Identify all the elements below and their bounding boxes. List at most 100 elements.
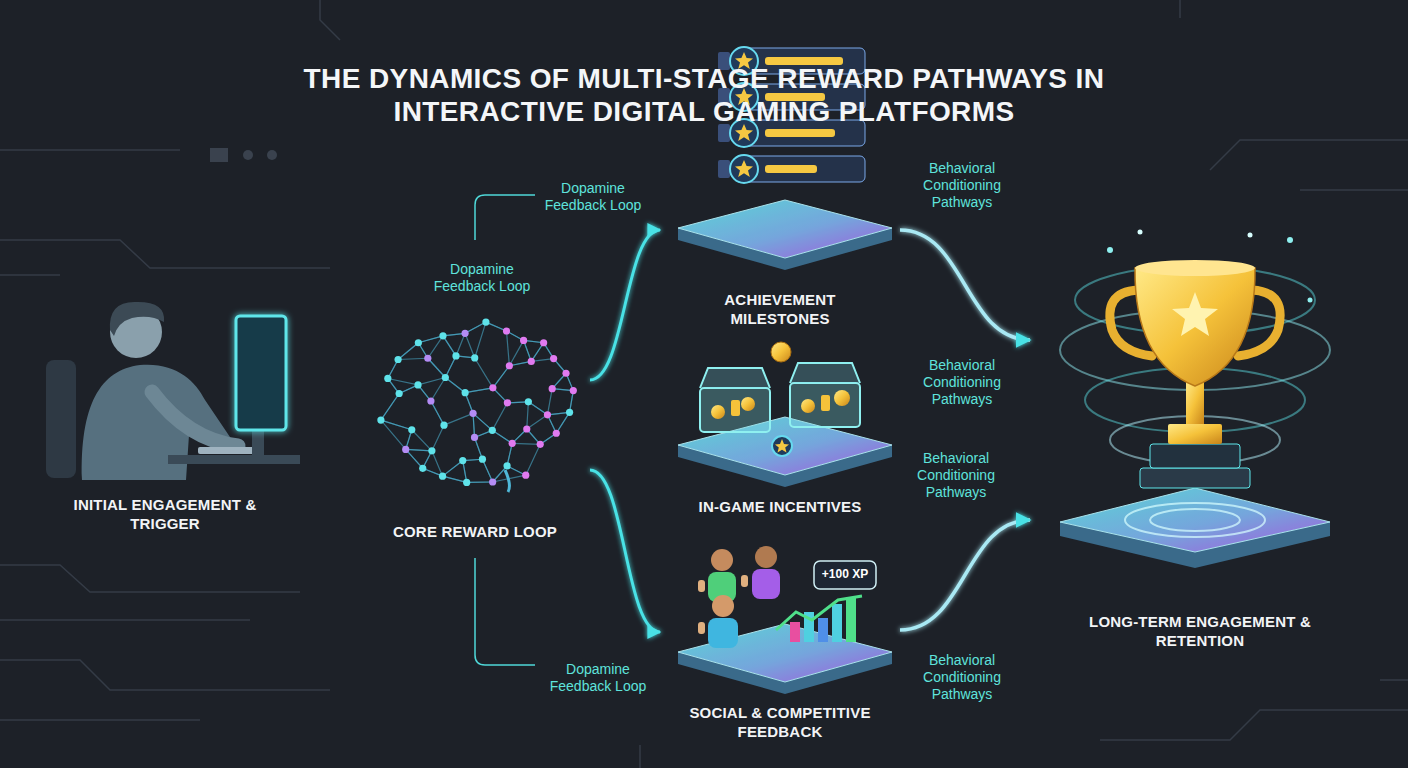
sparkle bbox=[1248, 233, 1253, 238]
circuit-line bbox=[0, 719, 200, 721]
flow-arrow bbox=[590, 470, 660, 632]
progress-bar bbox=[765, 129, 835, 137]
label-holder: Behavioral Conditioning Pathways bbox=[912, 357, 1012, 408]
circuit-dot bbox=[267, 150, 277, 160]
brain-link bbox=[465, 388, 493, 393]
brain-link bbox=[527, 402, 529, 429]
coin bbox=[741, 397, 755, 411]
stage-node: LONG-TERM ENGAGEMENT & RETENTION bbox=[1030, 215, 1370, 656]
brain-link bbox=[475, 358, 493, 388]
trend-arrow bbox=[776, 596, 862, 630]
brain-node bbox=[469, 410, 476, 417]
brain-node bbox=[525, 398, 532, 405]
brain-node bbox=[415, 339, 422, 346]
brain-link bbox=[398, 343, 418, 360]
brain-node bbox=[479, 456, 486, 463]
brain-link bbox=[493, 366, 509, 388]
person-head bbox=[711, 549, 733, 571]
node-label: LONG-TERM ENGAGEMENT & RETENTION bbox=[1078, 612, 1323, 650]
brain-link bbox=[506, 331, 509, 366]
circuit-line bbox=[0, 660, 330, 690]
trophy-star bbox=[1172, 292, 1218, 336]
brain-node bbox=[570, 387, 577, 394]
circuit-line bbox=[320, 0, 340, 40]
brain-node bbox=[384, 375, 391, 382]
circuit-line bbox=[639, 745, 641, 768]
trophy-cup bbox=[1135, 268, 1255, 386]
brain-node bbox=[489, 384, 496, 391]
connectors bbox=[300, 230, 1030, 632]
label-holder: +100 XP bbox=[814, 567, 876, 582]
person-illustration bbox=[46, 302, 300, 480]
brain-link bbox=[473, 413, 492, 430]
sparkle bbox=[1107, 247, 1113, 253]
brain-link bbox=[445, 356, 456, 378]
platform bbox=[1060, 488, 1330, 552]
sparkle bbox=[1138, 230, 1143, 235]
trophy-foot bbox=[1168, 424, 1222, 444]
platform-ring bbox=[1150, 509, 1240, 531]
star-badge bbox=[772, 436, 792, 456]
brain-link bbox=[406, 449, 423, 468]
platform bbox=[678, 200, 892, 258]
circuit-line bbox=[1300, 189, 1408, 191]
bar-tab bbox=[718, 160, 730, 178]
brain-link bbox=[456, 333, 465, 356]
chart-bar bbox=[832, 604, 842, 642]
brain-node bbox=[428, 447, 435, 454]
brain-node bbox=[442, 374, 449, 381]
sparkle bbox=[1287, 237, 1293, 243]
progress-bar bbox=[765, 165, 817, 173]
brain-node bbox=[439, 332, 446, 339]
flow-arrow bbox=[900, 428, 1030, 432]
brain-link bbox=[465, 333, 475, 358]
brain-node bbox=[509, 440, 516, 447]
person-body bbox=[752, 569, 780, 599]
circuit-line bbox=[1210, 140, 1408, 170]
brain-node bbox=[461, 330, 468, 337]
circuit-line bbox=[0, 240, 330, 268]
coin bbox=[801, 399, 815, 413]
label-holder: Behavioral Conditioning Pathways bbox=[906, 450, 1006, 501]
brain-link bbox=[445, 356, 456, 378]
circuit-line bbox=[0, 274, 60, 276]
label-holder: Dopamine Feedback Loop bbox=[427, 261, 537, 295]
brain-link bbox=[556, 412, 569, 433]
flow-arrow bbox=[300, 417, 360, 424]
brain-link bbox=[443, 461, 463, 477]
brain-node bbox=[553, 430, 560, 437]
brain-link bbox=[482, 459, 492, 482]
brain-node bbox=[394, 356, 401, 363]
stage-node: ACHIEVEMENT MILESTONES bbox=[660, 40, 900, 335]
brain-network bbox=[377, 318, 577, 492]
treasure-chests bbox=[700, 342, 860, 456]
brain-node bbox=[419, 465, 426, 472]
coin bbox=[771, 342, 791, 362]
brain-node bbox=[537, 441, 544, 448]
keyboard bbox=[198, 447, 254, 454]
brain-link bbox=[482, 459, 492, 482]
label-holder: Dopamine Feedback Loop bbox=[543, 661, 653, 695]
pathway-label: Dopamine Feedback Loop bbox=[538, 180, 648, 214]
chart-bar bbox=[846, 598, 856, 642]
brain-node bbox=[544, 411, 551, 418]
brain-link bbox=[406, 449, 432, 450]
arm bbox=[152, 392, 238, 446]
brain-node bbox=[427, 397, 434, 404]
circuit-chip bbox=[210, 148, 228, 162]
social-illustration bbox=[698, 546, 876, 648]
brain-link bbox=[406, 449, 432, 450]
brain-link bbox=[431, 378, 445, 402]
brain-stem bbox=[505, 470, 509, 492]
brain-node bbox=[522, 472, 529, 479]
brain-node bbox=[471, 434, 478, 441]
pathway-label: Dopamine Feedback Loop bbox=[543, 661, 653, 695]
stage-node: CORE REWARD LOOP bbox=[360, 300, 590, 547]
node-label: SOCIAL & COMPETITIVE FEEDBACK bbox=[671, 703, 889, 741]
brain-link bbox=[473, 413, 492, 430]
pathway-label: Behavioral Conditioning Pathways bbox=[912, 357, 1012, 408]
person-head bbox=[712, 595, 734, 617]
brain-link bbox=[547, 389, 552, 415]
